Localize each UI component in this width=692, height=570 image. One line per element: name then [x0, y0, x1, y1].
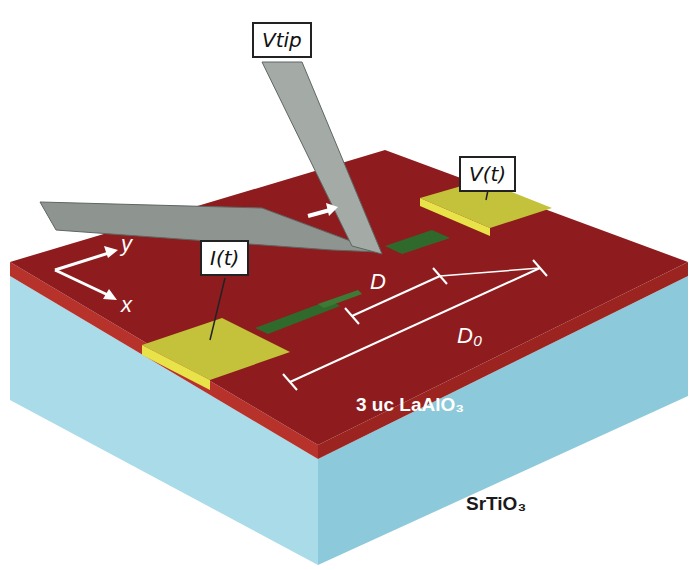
scan-arrow	[308, 210, 330, 216]
current-box: I(t)	[200, 240, 249, 276]
box-label: I(t)	[210, 246, 239, 270]
substrate-label: SrTiO₃	[466, 493, 526, 515]
arrow-head	[104, 246, 118, 258]
right-electrode-edge	[420, 198, 490, 236]
dimension-d	[345, 268, 447, 324]
scan-arrow-head	[326, 203, 338, 216]
left-electrode-edge	[142, 345, 210, 390]
box-label: V(t)	[469, 162, 506, 186]
cantilever-arm	[262, 62, 382, 254]
axis-label: y	[121, 231, 132, 257]
dimension-label: D	[370, 269, 386, 295]
dimension-d0	[283, 260, 547, 390]
nanowire-segment	[385, 230, 450, 254]
layer-label: 3 uc LaAlO₃	[356, 394, 464, 416]
axis-label: x	[121, 292, 132, 318]
axis-arrows	[55, 252, 112, 296]
box-label: Vtip	[262, 28, 302, 52]
voltage-box: V(t)	[459, 156, 516, 192]
lead-line	[210, 278, 225, 340]
dimension-label: D₀	[457, 323, 482, 349]
nanowire-segment	[318, 290, 362, 308]
voltage-box: Vtip	[252, 22, 312, 58]
arrow-head	[103, 289, 117, 300]
